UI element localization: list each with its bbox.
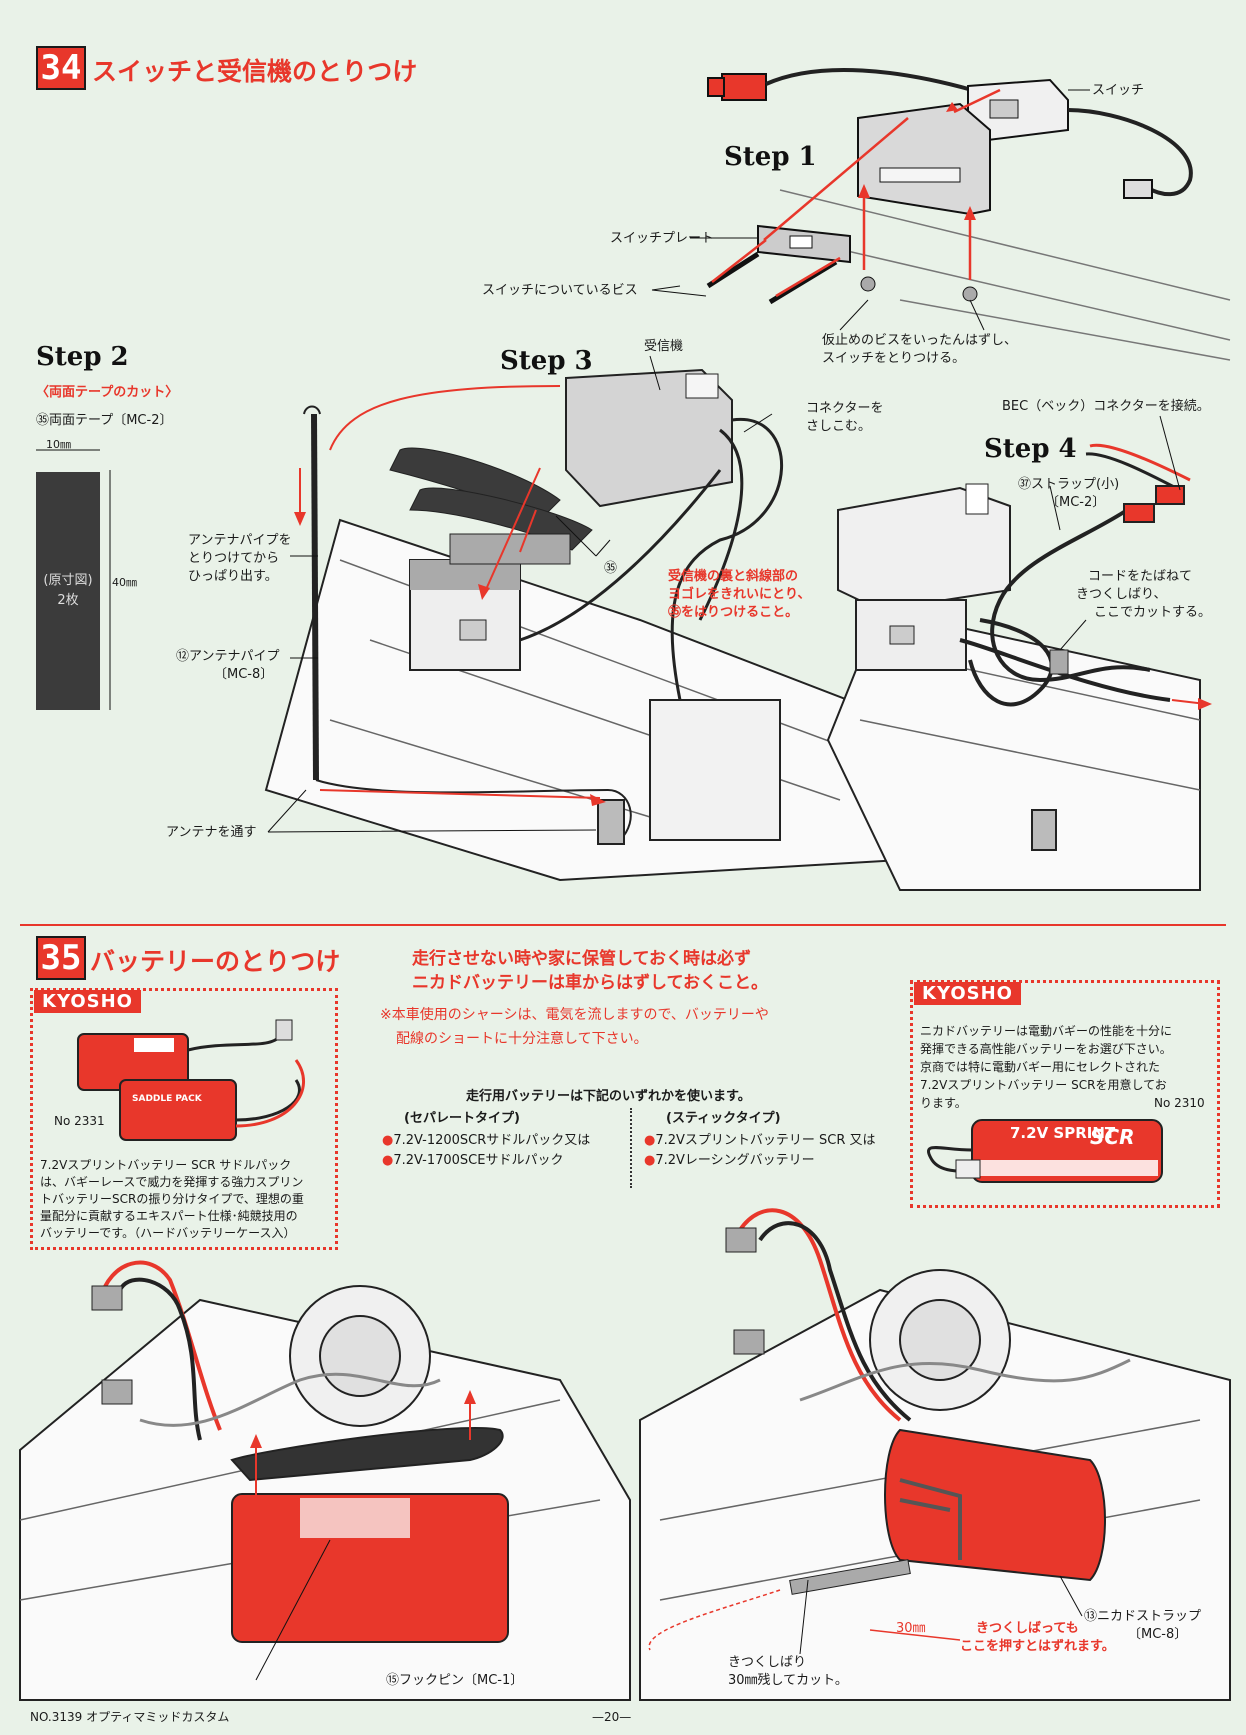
kyosho-logo-left: KYOSHO xyxy=(34,990,141,1013)
kyosho-logo-right: KYOSHO xyxy=(914,982,1021,1005)
receiver-label: 受信機 xyxy=(644,339,684,354)
release-note-2: ここを押すとはずれます。 xyxy=(960,1639,1115,1654)
receiver-clean-note-2: ヨゴレをきれいにとり、 xyxy=(668,587,811,602)
nicad-strap-label: ⑬ニカドストラップ xyxy=(1084,1609,1202,1624)
section-35-title: バッテリーのとりつけ xyxy=(90,947,341,976)
sprint-desc-2: 発揮できる高性能バッテリーをお選び下さい。 xyxy=(920,1042,1172,1056)
cut-length-dimension: 30㎜ xyxy=(896,1621,926,1636)
saddle-pack-label: SADDLE PACK xyxy=(132,1094,202,1104)
tape-ref-label: ㉟ xyxy=(604,561,618,576)
saddle-desc-3: トバッテリーSCRの振り分けタイプで、理想の重 xyxy=(40,1192,304,1206)
section-divider xyxy=(20,924,1226,926)
stick-type-heading: (スティックタイプ) xyxy=(666,1111,781,1126)
sprint-battery-scr: SCR xyxy=(1090,1125,1135,1149)
step-4-heading: Step 4 xyxy=(984,434,1077,464)
sprint-battery-product-box xyxy=(910,980,1220,1208)
temp-screws-note-2: スイッチをとりつける。 xyxy=(822,351,966,366)
tape-height-label: 40㎜ xyxy=(112,576,137,589)
switch-screws-label: スイッチについているビス xyxy=(482,283,638,298)
step-3-illustration xyxy=(264,355,901,882)
tight-note-1: きつくしばり xyxy=(728,1655,807,1670)
receiver-clean-note-3: ㉟をはりつけること。 xyxy=(668,605,799,620)
switch-plate-label: スイッチプレート xyxy=(610,231,715,246)
footer-model: NO.3139 オプティマミッドカスタム xyxy=(30,1710,230,1724)
double-sided-tape-sample xyxy=(36,472,100,710)
switch-label: スイッチ xyxy=(1092,83,1145,98)
step-4-illustration xyxy=(826,415,1212,891)
sprint-desc-4: 7.2Vスプリントバッテリー SCRを用意してお xyxy=(920,1078,1167,1092)
release-note-1: きつくしばっても xyxy=(976,1621,1079,1636)
sprint-desc-1: ニカドバッテリーは電動バギーの性能を十分に xyxy=(920,1024,1173,1038)
antenna-pipe-label: ⑫アンテナパイプ xyxy=(176,649,280,664)
separate-option-1: ●7.2V-1200SCRサドルパック又は xyxy=(382,1133,591,1148)
connector-note-2: さしこむ。 xyxy=(806,419,872,434)
saddle-install-illustration xyxy=(19,1260,631,1701)
step-1-heading: Step 1 xyxy=(724,142,817,172)
section-35-number: 35 xyxy=(36,936,86,980)
step-3-heading: Step 3 xyxy=(500,346,593,376)
antenna-note-2: とりつけてから xyxy=(188,551,280,566)
stick-option-2: ●7.2Vレーシングバッテリー xyxy=(644,1153,815,1168)
hook-pin-label: ⑮フックピン〔MC-1〕 xyxy=(386,1673,524,1688)
saddle-desc-2: は、バギーレースで威力を発揮する強力スプリン xyxy=(40,1175,304,1189)
storage-warning-2: ニカドバッテリーは車からはずしておくこと。 xyxy=(412,973,768,993)
saddle-pack-number: No 2331 xyxy=(54,1114,105,1128)
cord-note-3: ここでカットする。 xyxy=(1094,605,1212,620)
step-2-heading: Step 2 xyxy=(36,342,129,372)
stick-option-1: ●7.2Vスプリントバッテリー SCR 又は xyxy=(644,1133,876,1148)
sprint-desc-5: ります。 xyxy=(920,1096,967,1110)
cord-note-1: コードをたばねて xyxy=(1088,569,1193,584)
tight-note-2: 30㎜残してカット。 xyxy=(728,1673,848,1688)
temp-screws-note-1: 仮止めのビスをいったんはずし、 xyxy=(822,333,1018,348)
tape-part-label: ㉟両面テープ〔MC-2〕 xyxy=(36,413,173,428)
saddle-pack-product-box xyxy=(30,988,338,1250)
cord-note-2: きつくしばり、 xyxy=(1076,587,1167,602)
tape-width-label: 10㎜ xyxy=(46,438,71,451)
type-divider xyxy=(630,1108,632,1188)
separate-option-2: ●7.2V-1700SCEサドルパック xyxy=(382,1153,564,1168)
strap-small-code: 〔MC-2〕 xyxy=(1046,495,1106,510)
storage-warning-1: 走行させない時や家に保管しておく時は必ず xyxy=(412,949,751,969)
nicad-strap-code: 〔MC-8〕 xyxy=(1128,1627,1188,1642)
footer-page-number: —20— xyxy=(592,1710,632,1724)
step-1-illustration xyxy=(651,67,1231,361)
tape-cut-heading: 〈両面テープのカット〉 xyxy=(36,385,179,400)
saddle-desc-5: バッテリーです。（ハードバッテリーケース入） xyxy=(40,1226,296,1240)
battery-use-note: 走行用バッテリーは下記のいずれかを使います。 xyxy=(466,1089,751,1104)
receiver-clean-note-1: 受信機の裏と斜線部の xyxy=(668,569,799,584)
short-circuit-note-1: ※本車使用のシャーシは、電気を流しますので、バッテリーや xyxy=(380,1007,769,1023)
strap-small-label: ㊲ストラップ(小) xyxy=(1018,477,1120,492)
saddle-pack-illustration xyxy=(77,1019,305,1141)
sprint-desc-3: 京商では特に電動バギー用にセレクトされた xyxy=(920,1060,1161,1074)
sprint-battery-label: 7.2V SPRINT xyxy=(1010,1124,1116,1142)
sprint-battery-number: No 2310 xyxy=(1154,1096,1205,1110)
antenna-pipe-code: 〔MC-8〕 xyxy=(214,667,274,682)
section-34-number: 34 xyxy=(36,46,86,90)
section-34-title: スイッチと受信機のとりつけ xyxy=(92,57,418,86)
saddle-desc-4: 量配分に貢献するエキスパート仕様･純競技用の xyxy=(40,1209,298,1223)
connector-note-1: コネクターを xyxy=(806,401,884,416)
tape-qty: 2枚 xyxy=(57,593,79,608)
bec-connector-label: BEC（ベック）コネクターを接続。 xyxy=(1002,399,1210,414)
antenna-thru-label: アンテナを通す xyxy=(166,825,257,840)
tape-size-note: (原寸図) xyxy=(43,573,93,588)
sprint-battery-illustration xyxy=(927,1119,1163,1183)
short-circuit-note-2: 配線のショートに十分注意して下さい。 xyxy=(396,1031,648,1047)
saddle-desc-1: 7.2Vスプリントバッテリー SCR サドルパック xyxy=(40,1158,292,1172)
separate-type-heading: (セパレートタイプ) xyxy=(404,1111,520,1126)
tape-dimension-lines xyxy=(36,449,111,710)
antenna-note-3: ひっぱり出す。 xyxy=(188,569,278,584)
antenna-note-1: アンテナパイプを xyxy=(188,533,292,548)
